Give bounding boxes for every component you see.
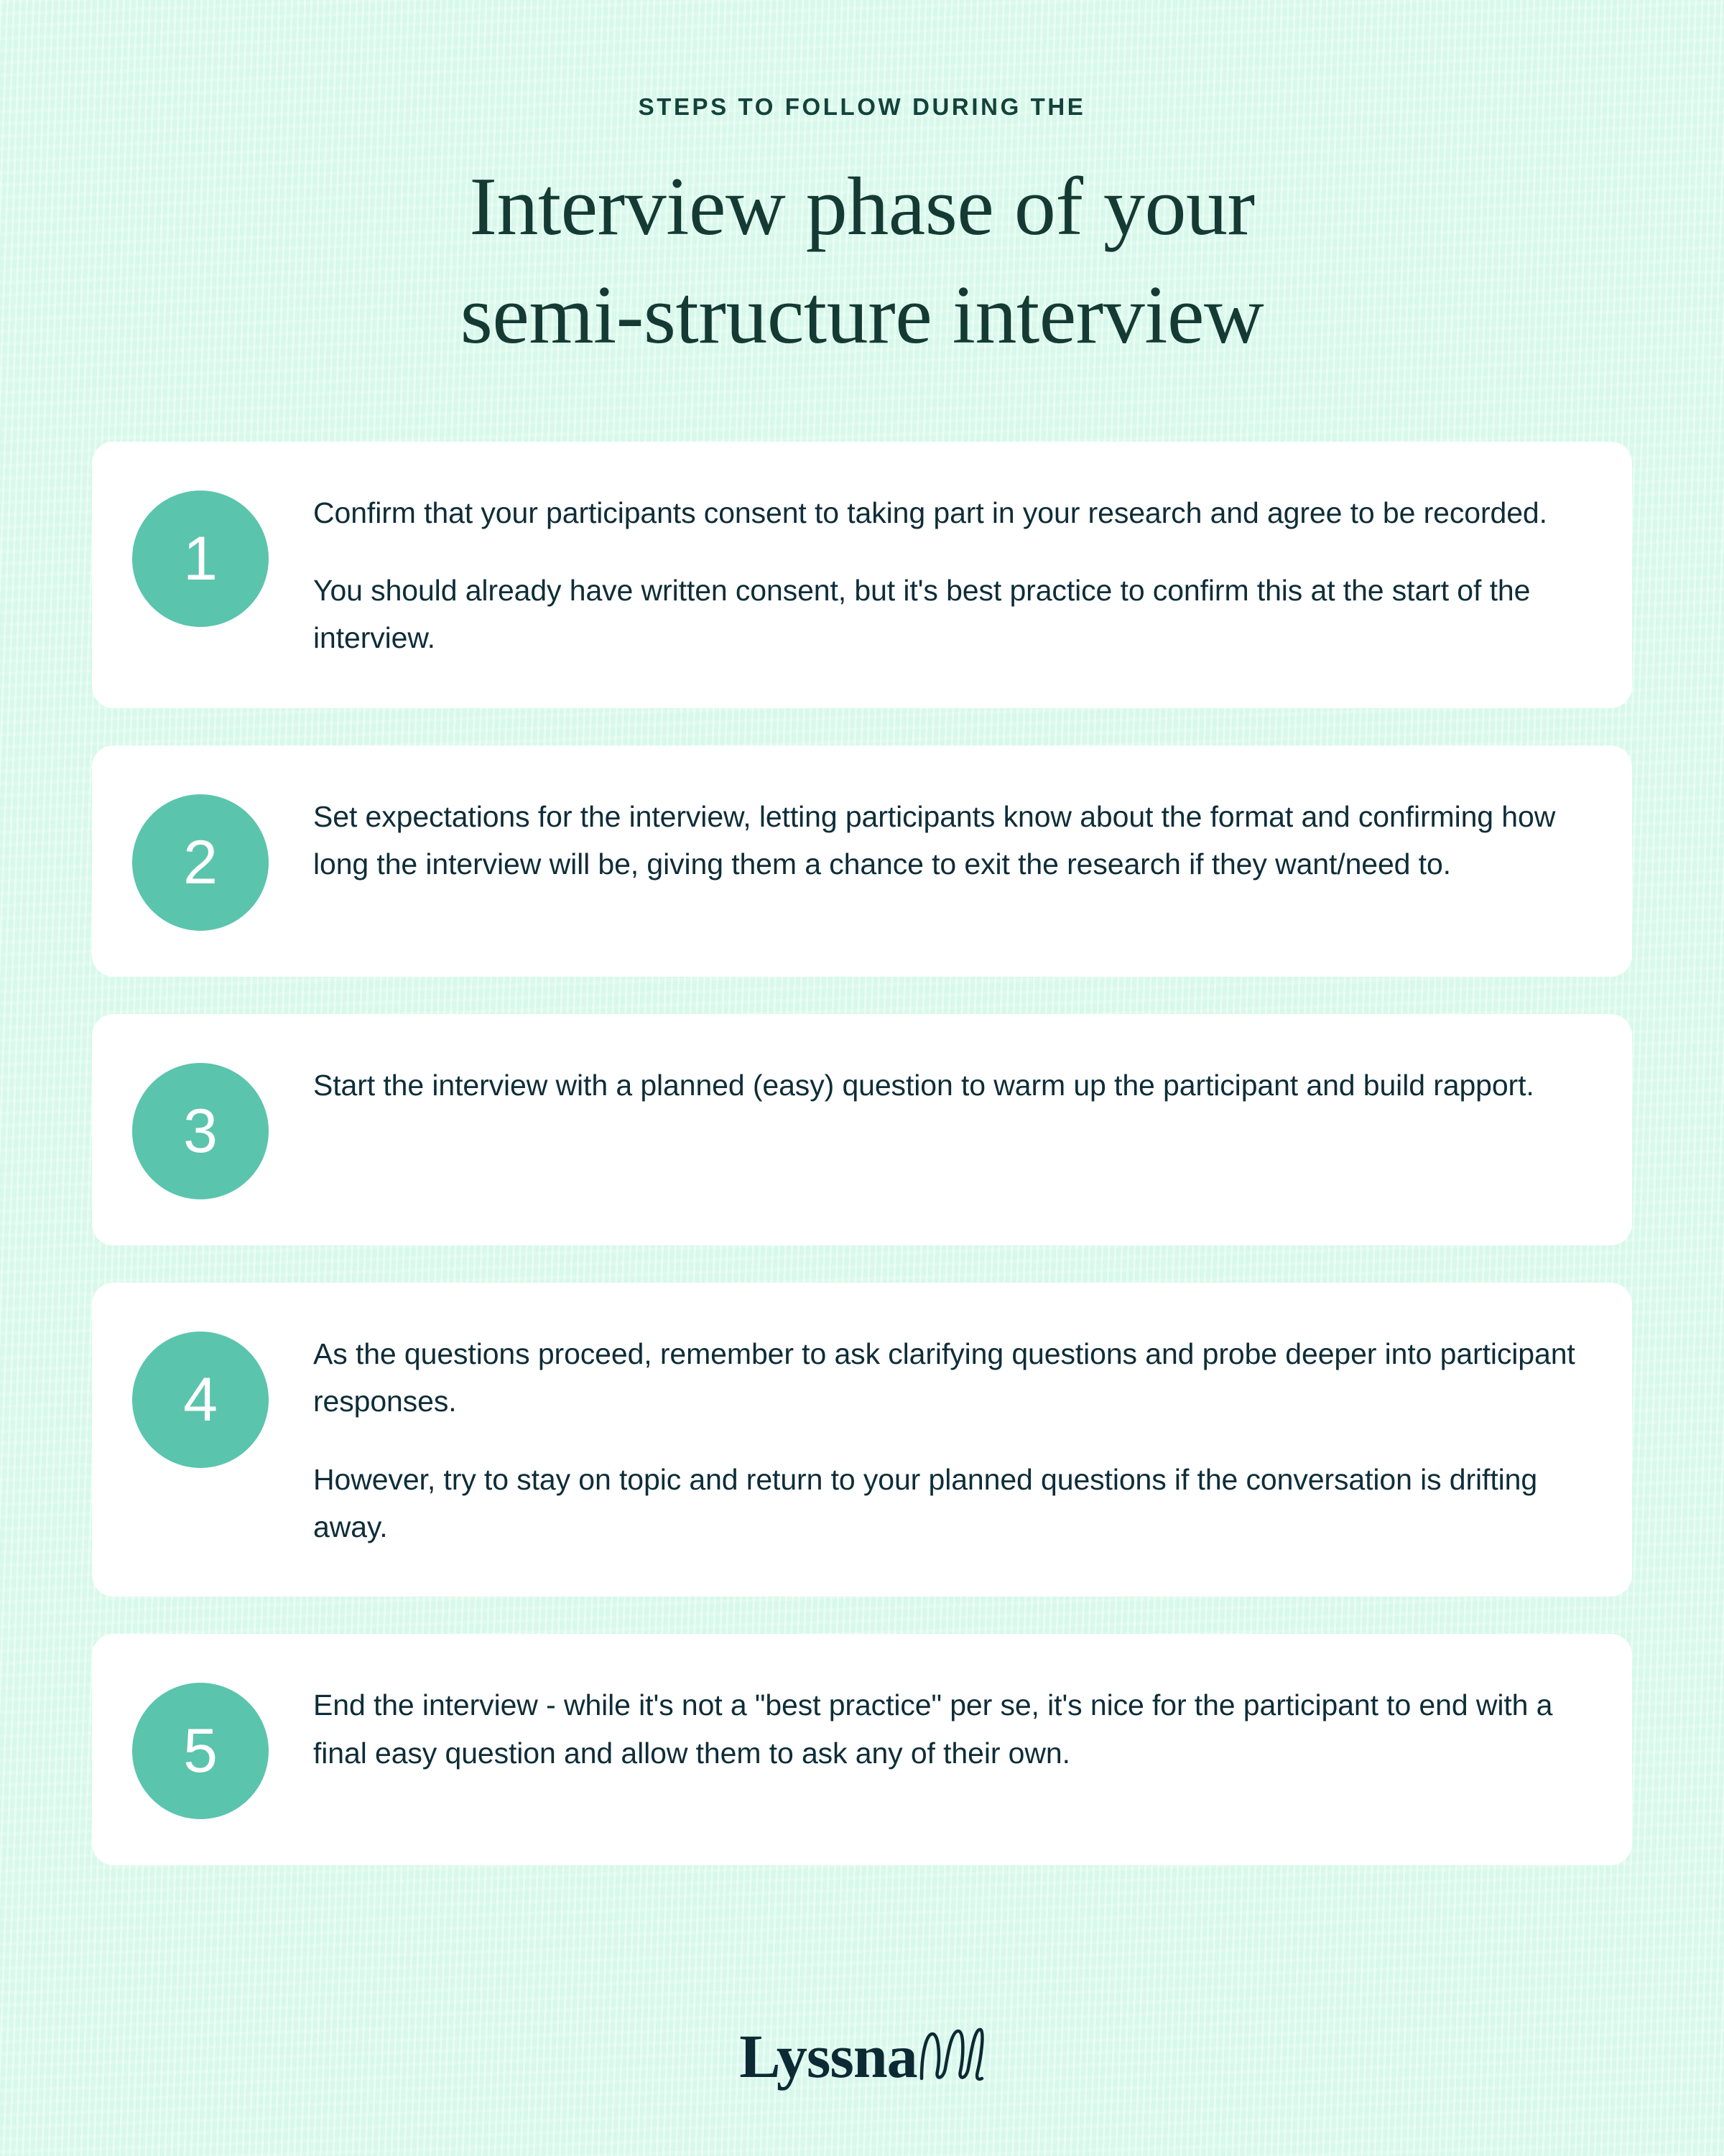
- step-card-2: 2 Set expectations for the interview, le…: [92, 745, 1632, 977]
- page-header: STEPS TO FOLLOW DURING THE Interview pha…: [0, 0, 1724, 370]
- lyssna-logo: Lyssna: [739, 2025, 984, 2087]
- page-title: Interview phase of your semi-structure i…: [0, 153, 1724, 370]
- step-card-body: End the interview - while it's not a "be…: [269, 1676, 1582, 1777]
- step-card-3: 3 Start the interview with a planned (ea…: [92, 1013, 1632, 1245]
- steps-list: 1 Confirm that your participants consent…: [0, 441, 1724, 1866]
- step-paragraph-1: Set expectations for the interview, lett…: [313, 799, 1556, 881]
- step-paragraph-1: As the questions proceed, remember to as…: [313, 1337, 1575, 1418]
- step-paragraph-1: Start the interview with a planned (easy…: [313, 1068, 1534, 1102]
- header-kicker: STEPS TO FOLLOW DURING THE: [638, 93, 1086, 120]
- step-card-1: 1 Confirm that your participants consent…: [92, 441, 1632, 708]
- page-title-line-2: semi-structure interview: [460, 269, 1264, 361]
- step-number-badge: 3: [132, 1062, 269, 1199]
- step-card-body: As the questions proceed, remember to as…: [269, 1324, 1582, 1551]
- page-footer: Lyssna: [0, 2025, 1724, 2087]
- step-number-badge: 1: [132, 490, 269, 627]
- step-card-4: 4 As the questions proceed, remember to …: [92, 1282, 1632, 1597]
- step-number-badge: 4: [132, 1331, 269, 1468]
- step-number-badge: 2: [132, 794, 269, 931]
- step-number-badge: 5: [132, 1683, 269, 1820]
- step-card-5: 5 End the interview - while it's not a "…: [92, 1634, 1632, 1866]
- step-paragraph-1: End the interview - while it's not a "be…: [313, 1688, 1553, 1770]
- step-card-body: Start the interview with a planned (easy…: [269, 1056, 1582, 1109]
- lyssna-squiggle-icon: [919, 2027, 984, 2081]
- step-paragraph-1: Confirm that your participants consent t…: [313, 496, 1547, 529]
- step-card-body: Confirm that your participants consent t…: [269, 483, 1582, 662]
- step-card-body: Set expectations for the interview, lett…: [269, 787, 1582, 888]
- step-paragraph-2: However, try to stay on topic and return…: [313, 1462, 1538, 1544]
- logo-wordmark: Lyssna: [739, 2022, 917, 2091]
- page-title-line-1: Interview phase of your: [469, 161, 1255, 253]
- step-paragraph-2: You should already have written consent,…: [313, 574, 1531, 655]
